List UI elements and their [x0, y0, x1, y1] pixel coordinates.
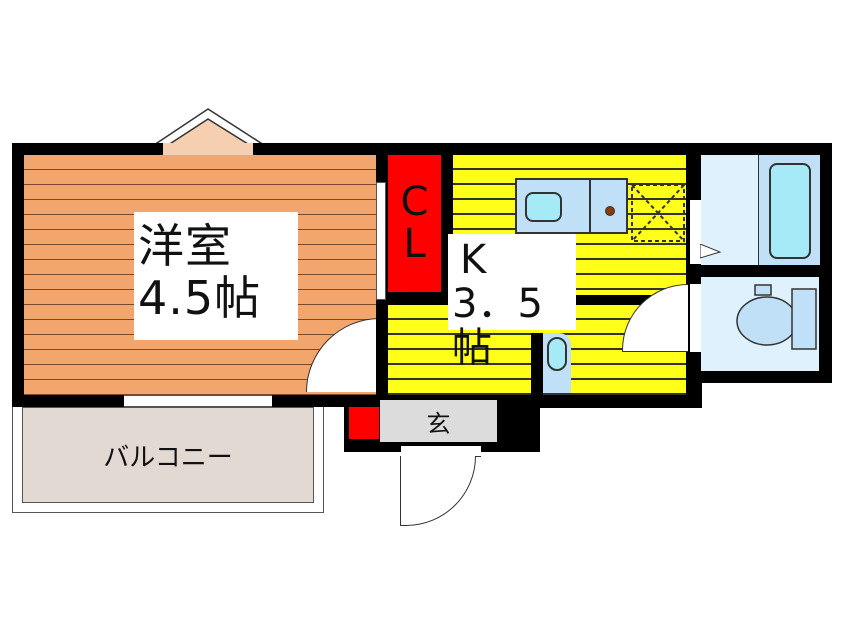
balcony-window[interactable]: [124, 395, 272, 407]
balcony-floor: バルコニー: [22, 407, 314, 503]
closet-label-c: C: [400, 179, 429, 225]
closet-door[interactable]: [376, 182, 386, 300]
stove-icon: [605, 206, 615, 216]
western-room-label: 洋室 4.5帖: [134, 212, 298, 340]
washbasin: [543, 333, 571, 393]
western-room-size: 4.5帖: [138, 271, 262, 325]
toilet-icon: [736, 284, 817, 350]
toilet-door-frame: [690, 284, 701, 352]
shoe-cabinet[interactable]: [349, 407, 379, 439]
sink-icon: [525, 192, 562, 222]
kitchen-name: K: [460, 237, 487, 283]
bathtub-icon: [769, 163, 811, 259]
balcony-label: バルコニー: [103, 442, 233, 473]
bathroom-door[interactable]: [690, 200, 701, 264]
fridge-space-icon: [631, 184, 685, 242]
closet[interactable]: C L: [388, 155, 441, 292]
entrance-label: 玄: [426, 409, 451, 438]
entrance-floor: 玄: [380, 400, 497, 442]
washbasin-bowl-icon: [547, 337, 567, 371]
entrance-door[interactable]: [400, 456, 476, 526]
kitchen-size: 3．5帖: [452, 281, 543, 371]
western-room-name: 洋室: [138, 219, 232, 273]
counter-divider: [589, 180, 591, 232]
bathtub: [758, 155, 820, 265]
door-swing-icon: [700, 244, 722, 259]
bay-window-opening: [163, 143, 253, 155]
closet-label-l: L: [403, 221, 426, 267]
kitchen-partition: [531, 333, 543, 403]
kitchen-label: K 3．5帖: [448, 234, 576, 370]
kitchen-counter: [515, 178, 628, 234]
